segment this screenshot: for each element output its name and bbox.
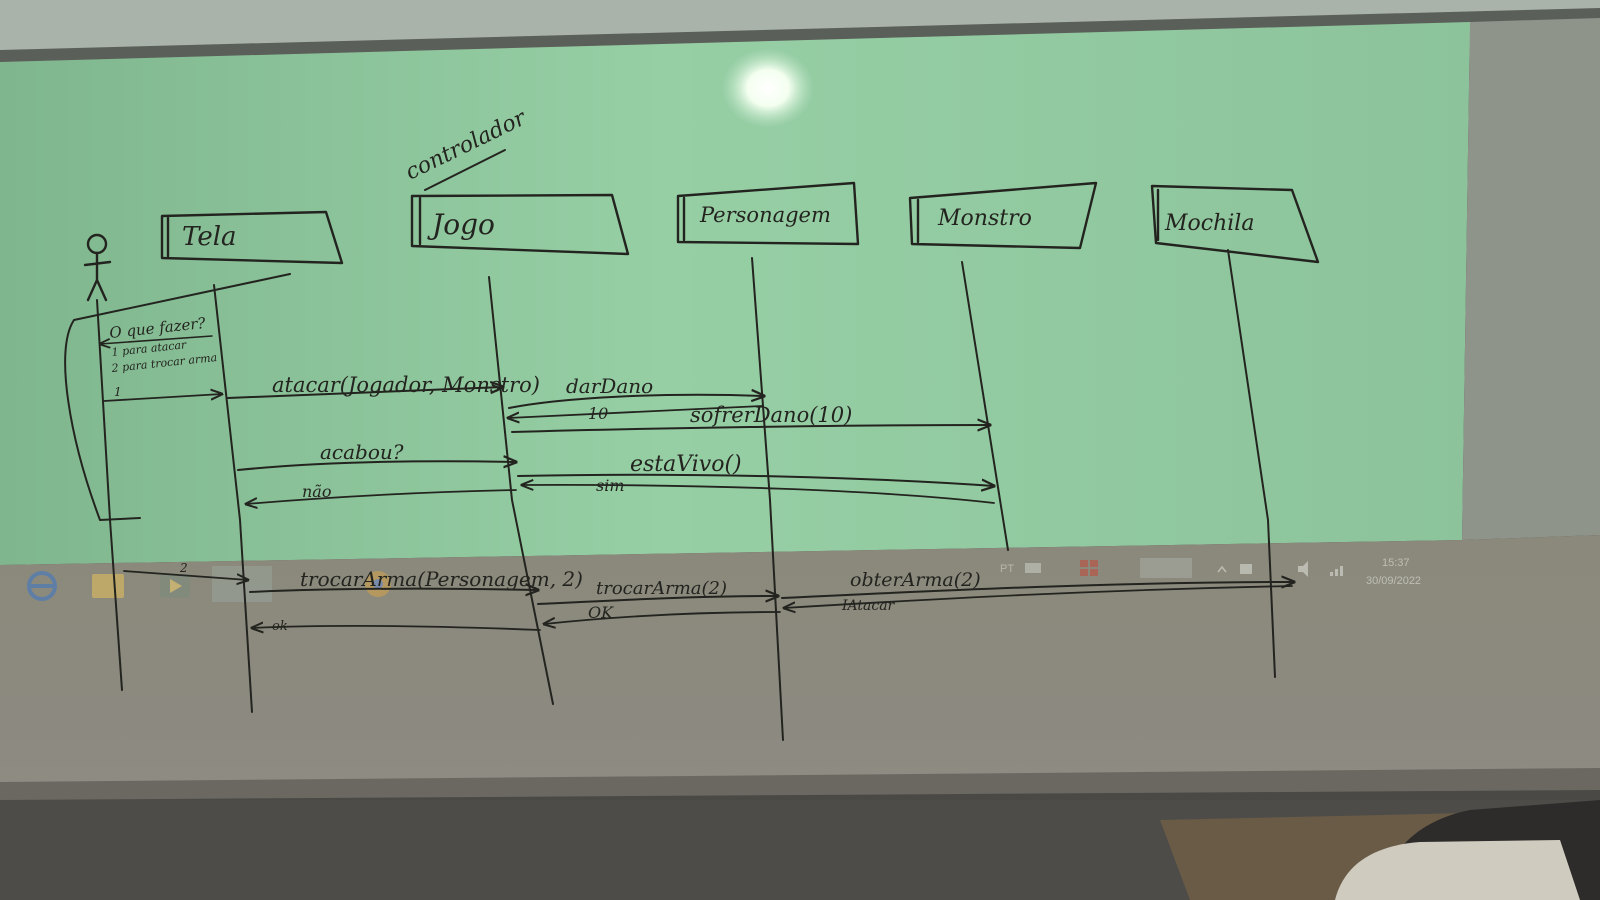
- clock-time[interactable]: 15:37: [1382, 557, 1410, 569]
- lifeline-personagem: Personagem: [676, 181, 860, 246]
- actor-choice: 2: [179, 561, 188, 575]
- active-window-icon[interactable]: [212, 566, 272, 602]
- message-iatacar: IAtacar: [841, 598, 896, 614]
- actor-choice: 1: [114, 385, 122, 399]
- message-estavivo: estaVivo(): [630, 452, 742, 477]
- message-arrow: [227, 387, 503, 399]
- lifeline-jogo: Jogo: [410, 193, 630, 256]
- lifeline-line-tela: [213, 284, 253, 713]
- message-atacar: atacar(Jogador, Monstro): [272, 373, 540, 397]
- message-arrow: [508, 395, 764, 409]
- message-arrow: [537, 596, 778, 605]
- taskbar-lang[interactable]: PT: [1000, 563, 1014, 575]
- lifeline-label: Monstro: [937, 206, 1032, 231]
- lifeline-tela: Tela: [160, 210, 344, 265]
- return-arrow: [246, 489, 517, 504]
- lifeline-label: Jogo: [427, 208, 495, 241]
- lifeline-line-jogo: [488, 276, 554, 705]
- message-sofrerdano: sofrerDano(10): [690, 403, 852, 427]
- lifeline-line-mochila: [1227, 249, 1276, 678]
- message-arrow: [511, 425, 990, 433]
- message-trocararma: trocarArma(Personagem, 2): [300, 567, 583, 591]
- message-return: 10: [588, 404, 608, 423]
- lifeline-label: Personagem: [699, 203, 831, 227]
- actor-icon: [83, 233, 112, 302]
- return-arrow: [544, 611, 781, 624]
- lifeline-monstro: Monstro: [908, 181, 1098, 250]
- lifeline-label: Mochila: [1164, 211, 1254, 236]
- volume-icon[interactable]: [1298, 561, 1308, 577]
- message-nao: não: [302, 482, 331, 501]
- message-acabou: acabou?: [320, 440, 404, 464]
- message-sim: sim: [596, 476, 625, 495]
- clock-date[interactable]: 30/09/2022: [1366, 575, 1421, 587]
- lifeline-mochila: Mochila: [1150, 184, 1320, 264]
- message-ok: OK: [588, 603, 614, 622]
- return-arrow: [508, 405, 763, 418]
- taskbar-item[interactable]: [1140, 558, 1192, 578]
- network-icon[interactable]: [1240, 564, 1252, 574]
- tray-chevron-icon[interactable]: [1217, 565, 1227, 573]
- projector-glare: [722, 48, 814, 128]
- chrome-icon[interactable]: [365, 571, 391, 597]
- message-trocararma2: trocarArma(2): [596, 578, 727, 599]
- message-ok-return: ok: [272, 619, 288, 634]
- return-arrow: [522, 485, 995, 504]
- message-arrow: [237, 461, 516, 471]
- message-dardano: darDano: [566, 374, 653, 398]
- message-obterarma: obterArma(2): [850, 569, 981, 591]
- message-arrow: [123, 570, 248, 580]
- signal-icon[interactable]: [1330, 566, 1343, 576]
- interaction-frame: [64, 273, 291, 521]
- projection-area: [0, 22, 1470, 565]
- message-arrow: [517, 473, 994, 486]
- file-explorer-icon[interactable]: [92, 574, 124, 598]
- keyboard-icon[interactable]: [1025, 563, 1041, 573]
- message-arrow: [781, 582, 1294, 599]
- message-arrow: [249, 589, 538, 592]
- return-arrow: [784, 585, 1293, 608]
- lifeline-line-personagem: [751, 257, 784, 741]
- return-arrow: [252, 626, 541, 630]
- lifeline-label: Tela: [182, 222, 237, 252]
- lifeline-line-monstro: [961, 261, 1009, 551]
- media-player-icon[interactable]: [160, 574, 190, 598]
- internet-explorer-icon[interactable]: [27, 571, 57, 601]
- windows-flag-icon[interactable]: [1080, 560, 1098, 576]
